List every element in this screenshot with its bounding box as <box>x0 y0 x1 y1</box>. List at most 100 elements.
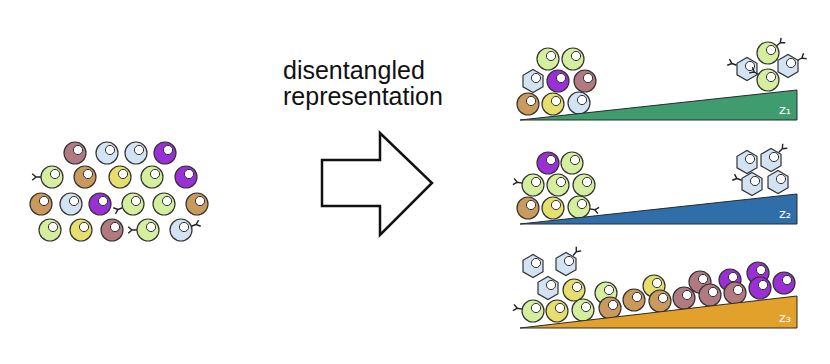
cell-body <box>649 290 671 312</box>
hexagon-cell <box>523 70 543 93</box>
cell-nucleus <box>782 275 791 284</box>
hexagon-cell <box>778 53 807 77</box>
round-cell <box>546 300 568 322</box>
round-cell <box>568 92 590 114</box>
cell-body <box>623 289 645 311</box>
cell-body <box>70 219 92 241</box>
cell-body <box>122 193 144 215</box>
round-cell <box>60 193 82 215</box>
round-cell <box>749 67 779 91</box>
round-cell <box>517 93 539 115</box>
hexagon-cell <box>737 151 757 174</box>
round-cell <box>574 70 596 92</box>
cell-nucleus <box>531 177 540 186</box>
cell-body <box>542 93 564 115</box>
round-cell <box>517 197 539 219</box>
cell-body <box>778 55 798 78</box>
receptor <box>573 247 581 256</box>
receptor <box>513 178 522 184</box>
cell-body <box>125 142 147 164</box>
round-cell <box>623 289 645 311</box>
cell-body <box>186 193 208 215</box>
round-cell <box>70 219 92 241</box>
receptor <box>513 304 522 310</box>
gradient-wedge: z₁ <box>520 90 797 120</box>
cell-nucleus <box>162 196 171 205</box>
round-cell <box>572 299 594 321</box>
cell-body <box>768 171 788 194</box>
receptor <box>732 174 741 180</box>
cell-body <box>64 142 86 164</box>
cell-nucleus <box>769 152 778 161</box>
cell-nucleus <box>708 287 717 296</box>
cell-body <box>30 193 52 215</box>
wedge-shape <box>520 194 797 224</box>
cell-body <box>742 173 762 196</box>
latent-label: z₁ <box>779 103 797 120</box>
cell-nucleus <box>652 278 661 287</box>
cell-nucleus <box>105 145 114 154</box>
round-cell <box>89 193 111 215</box>
cell-nucleus <box>546 280 555 289</box>
round-cell <box>30 193 52 215</box>
hexagon-cell <box>761 144 787 172</box>
wedge-shape <box>520 90 797 120</box>
cell-nucleus <box>531 258 540 267</box>
receptor <box>113 208 122 214</box>
gradient-wedge: z₃ <box>520 296 797 328</box>
cell-body <box>60 193 82 215</box>
latent-label: z₃ <box>779 311 797 328</box>
receptor <box>749 67 758 74</box>
cell-nucleus <box>531 73 540 82</box>
cell-body <box>39 219 61 241</box>
cell-nucleus <box>83 169 92 178</box>
cell-body <box>537 152 559 174</box>
cell-nucleus <box>556 177 565 186</box>
round-cell <box>673 287 695 309</box>
cell-nucleus <box>776 174 785 183</box>
cell-nucleus <box>526 200 535 209</box>
cell-body <box>547 70 569 92</box>
round-cell <box>562 48 584 70</box>
cell-nucleus <box>766 45 775 54</box>
cell-nucleus <box>146 222 155 231</box>
cell-body <box>89 193 111 215</box>
hexagon-cell <box>768 171 788 194</box>
cell-nucleus <box>581 302 590 311</box>
round-cell <box>561 152 583 174</box>
cell-nucleus <box>682 290 691 299</box>
receptor <box>128 227 137 233</box>
cell-nucleus <box>582 177 591 186</box>
cell-nucleus <box>786 58 795 67</box>
cell-nucleus <box>577 199 586 208</box>
cell-body <box>154 142 176 164</box>
cell-nucleus <box>698 274 707 283</box>
cell-nucleus <box>758 280 767 289</box>
cell-body <box>757 42 779 64</box>
hexagon-cell <box>523 255 543 278</box>
cell-nucleus <box>184 169 193 178</box>
cell-nucleus <box>546 51 555 60</box>
round-cell <box>537 48 559 70</box>
cell-body <box>522 174 544 196</box>
cell-nucleus <box>50 169 59 178</box>
round-cell <box>39 219 61 241</box>
cell-nucleus <box>570 155 579 164</box>
wedge-fill <box>520 90 797 120</box>
cell-body <box>737 151 757 174</box>
cell-body <box>517 197 539 219</box>
cell-body <box>74 166 96 188</box>
cell-body <box>153 193 175 215</box>
round-cell <box>170 219 201 241</box>
round-cell <box>724 282 746 304</box>
cell-body <box>175 166 197 188</box>
receptor <box>798 53 807 60</box>
round-cell <box>32 166 63 188</box>
cell-body <box>538 277 558 300</box>
gradient-wedge: z₂ <box>520 194 797 224</box>
round-cell <box>113 193 144 215</box>
wedge-shape <box>520 296 797 328</box>
cell-body <box>546 300 568 322</box>
cell-body <box>170 219 192 241</box>
cell-nucleus <box>766 72 775 81</box>
